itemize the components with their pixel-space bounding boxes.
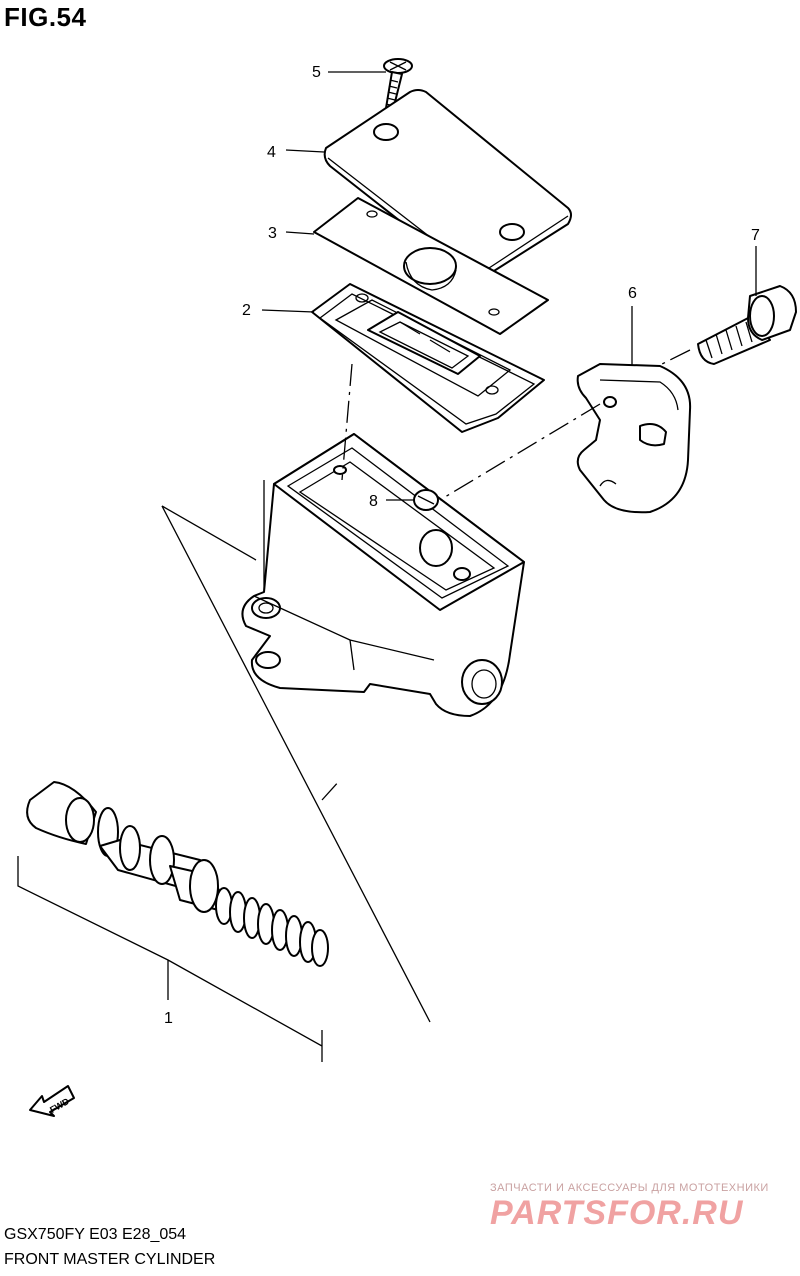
guide-line-cap xyxy=(341,363,353,481)
part-7-bolt[interactable] xyxy=(697,285,797,365)
callout-3: 3 xyxy=(268,225,277,242)
callout-6: 6 xyxy=(628,285,637,302)
callout-7: 7 xyxy=(751,227,760,244)
part-1-spring xyxy=(215,887,329,967)
guide-line-bolt xyxy=(661,349,691,365)
guide-line-clamp xyxy=(439,403,601,501)
part-1-bracket xyxy=(17,856,323,1062)
fwd-arrow-icon: FWD xyxy=(29,1085,75,1117)
callout-4: 4 xyxy=(267,144,276,161)
callout-2: 2 xyxy=(242,302,251,319)
part-6-clamp[interactable] xyxy=(576,363,692,514)
callout-5: 5 xyxy=(312,64,321,81)
guide-line-bore-left xyxy=(161,505,431,1023)
guide-line-bore-center xyxy=(321,779,341,801)
part-4-cap[interactable] xyxy=(323,89,572,279)
part-5-screw[interactable] xyxy=(383,58,413,111)
part-1-piston-kit[interactable] xyxy=(26,781,329,967)
callout-8: 8 xyxy=(369,493,378,510)
watermark-tagline: ЗАПЧАСТИ И АКСЕССУАРЫ ДЛЯ МОТОТЕХНИКИ xyxy=(490,1182,769,1194)
caption-model-line: GSX750FY E03 E28_054 xyxy=(4,1226,187,1243)
watermark-logo: PARTSFOR.RU xyxy=(490,1194,744,1232)
part-2-diaphragm[interactable] xyxy=(311,283,545,433)
callout-1: 1 xyxy=(164,1010,173,1027)
leader-line-2 xyxy=(261,309,315,313)
leader-line-4 xyxy=(285,149,325,153)
figure-title: FIG.54 xyxy=(4,2,87,32)
master-cylinder-body[interactable] xyxy=(241,433,525,717)
part-3-plate[interactable] xyxy=(313,197,549,335)
guide-line-bore-top xyxy=(161,505,257,561)
caption-part-name: FRONT MASTER CYLINDER xyxy=(4,1251,216,1268)
leader-line-3 xyxy=(285,231,315,235)
part-8-screw[interactable] xyxy=(413,489,439,511)
